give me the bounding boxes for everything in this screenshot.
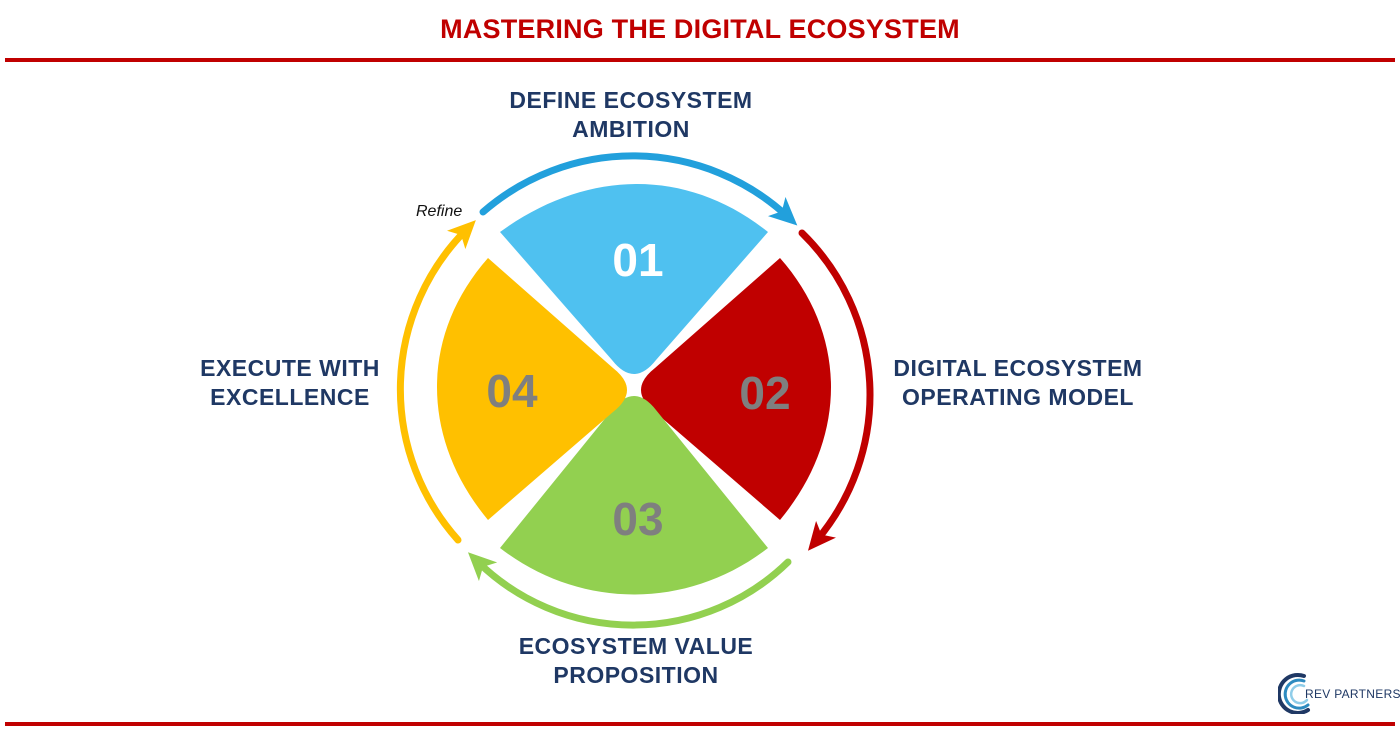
quadrant-01 <box>500 184 768 374</box>
step-04-label-line-1: EXECUTE WITH <box>200 355 380 381</box>
cycle-arrow-1 <box>479 152 798 226</box>
step-03-label: ECOSYSTEM VALUE PROPOSITION <box>481 632 791 690</box>
cycle-arrow-2 <box>798 229 874 551</box>
rev-partners-logo-icon <box>1278 672 1310 714</box>
header-rule <box>5 58 1395 62</box>
quadrant-02 <box>641 258 831 520</box>
step-02-label: DIGITAL ECOSYSTEM OPERATING MODEL <box>868 354 1168 412</box>
quadrant-03-number: 03 <box>612 493 663 545</box>
step-02-label-line-2: OPERATING MODEL <box>902 384 1134 410</box>
step-01-label-line-1: DEFINE ECOSYSTEM <box>509 87 753 113</box>
step-04-label-line-2: EXCELLENCE <box>210 384 370 410</box>
step-03-label-line-1: ECOSYSTEM VALUE <box>518 633 754 659</box>
footer-rule <box>5 722 1395 726</box>
page-title: MASTERING THE DIGITAL ECOSYSTEM <box>440 14 960 44</box>
step-04-label: EXECUTE WITH EXCELLENCE <box>180 354 400 412</box>
quadrant-04-number: 04 <box>486 365 538 417</box>
cycle-arrow-4 <box>396 220 476 544</box>
quadrant-03 <box>500 396 768 595</box>
step-01-label-line-2: AMBITION <box>572 116 690 142</box>
rev-partners-logo-text: REV PARTNERS <box>1305 687 1400 701</box>
quadrant-02-number: 02 <box>739 367 790 419</box>
refine-annotation: Refine <box>416 203 463 220</box>
cycle-arrow-3 <box>467 552 792 629</box>
step-03-label-line-2: PROPOSITION <box>553 662 719 688</box>
quadrant-01-number: 01 <box>612 234 663 286</box>
step-02-label-line-1: DIGITAL ECOSYSTEM <box>893 355 1143 381</box>
step-01-label: DEFINE ECOSYSTEM AMBITION <box>456 86 806 144</box>
quadrant-04 <box>437 258 627 520</box>
